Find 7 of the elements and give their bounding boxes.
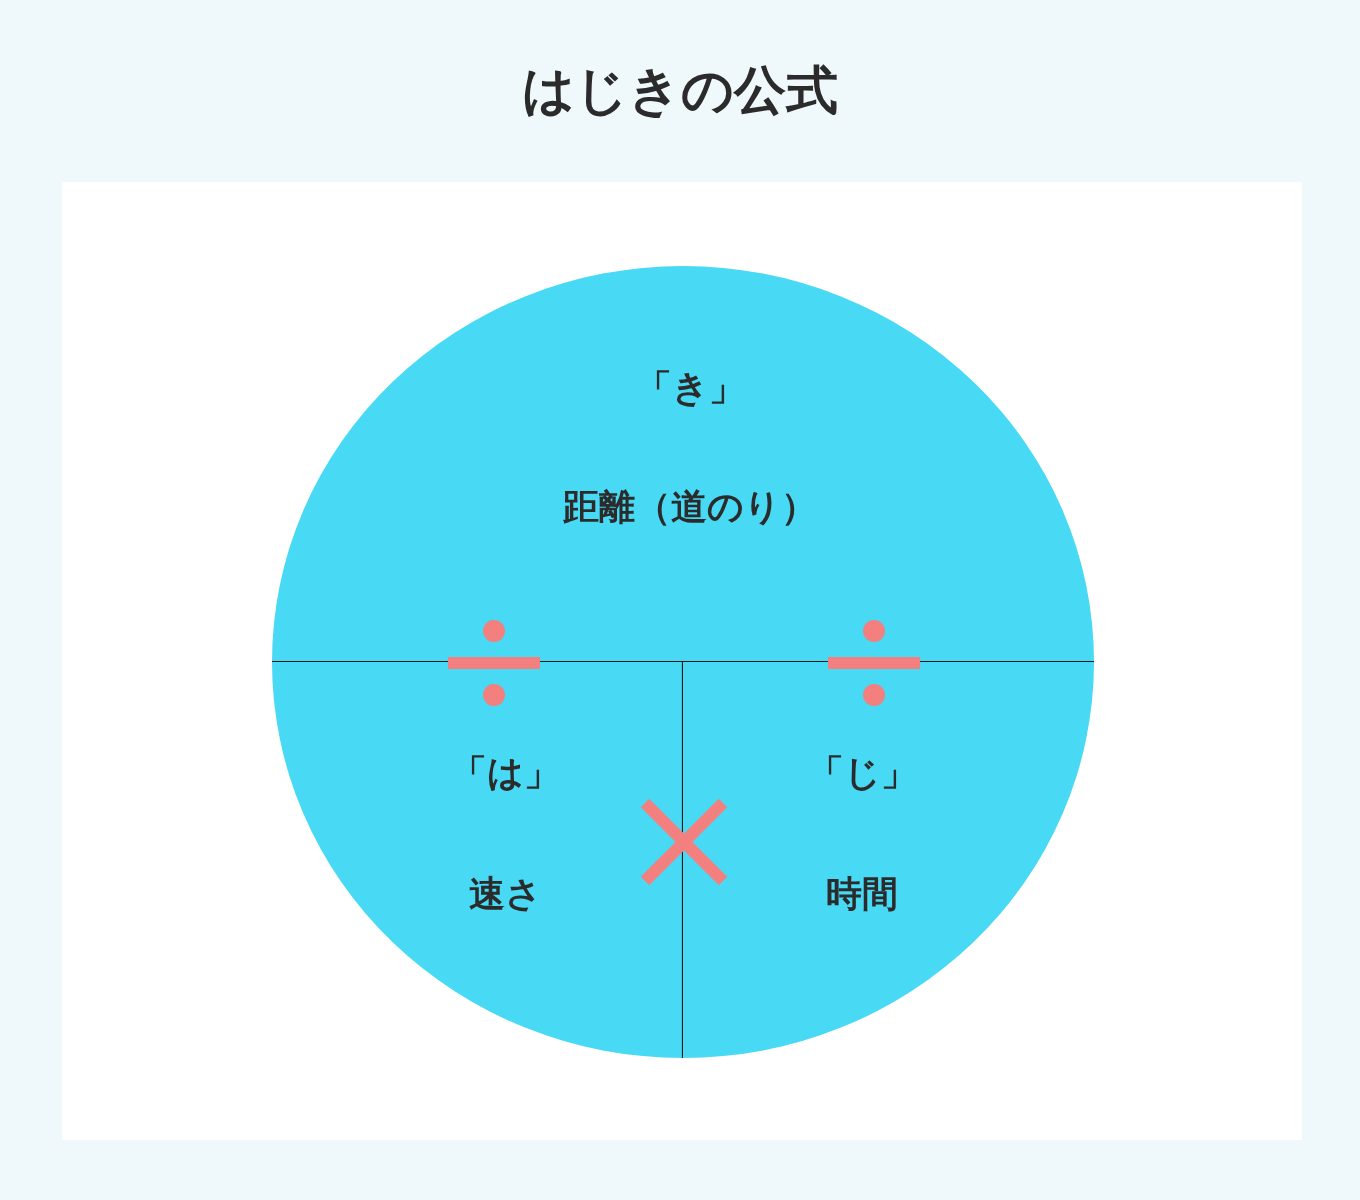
quantity-label: 距離（道のり） bbox=[563, 489, 817, 525]
letter-label: 「じ」 bbox=[807, 755, 917, 791]
letter-label: 「き」 bbox=[635, 370, 745, 406]
title: はじきの公式 bbox=[522, 64, 838, 116]
letter-label: 「は」 bbox=[450, 755, 560, 791]
quantity-label: 時間 bbox=[826, 876, 898, 912]
quantity-label: 速さ bbox=[468, 876, 542, 912]
